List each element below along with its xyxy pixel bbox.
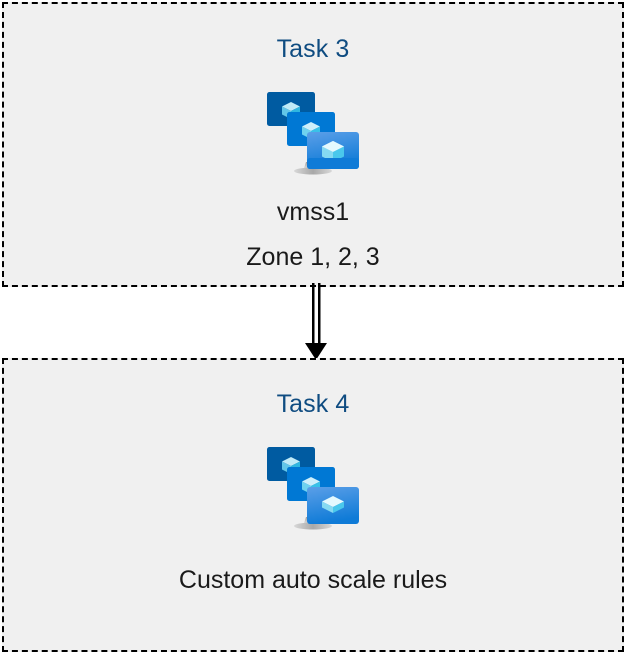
azure-vm-scale-set-icon	[261, 86, 365, 182]
task4-caption-primary: Custom auto scale rules	[178, 566, 448, 594]
task3-title: Task 3	[276, 35, 350, 63]
task-node-task4[interactable]: Task 4	[2, 358, 624, 652]
connector-task3-to-task4-arrow	[296, 283, 336, 361]
azure-vm-scale-set-icon	[261, 441, 365, 537]
task-node-task3[interactable]: Task 3	[2, 2, 624, 287]
task4-title: Task 4	[276, 390, 350, 418]
task3-caption-primary: vmss1	[276, 198, 350, 226]
task3-caption-secondary: Zone 1, 2, 3	[246, 243, 380, 271]
